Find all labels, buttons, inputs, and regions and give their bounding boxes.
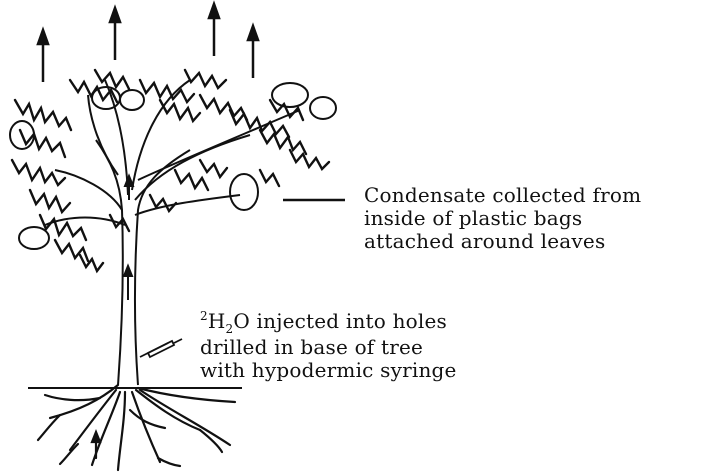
- roots: [38, 385, 235, 470]
- injection-line-1: 2H2O injected into holes: [200, 310, 490, 336]
- plastic-bag: [310, 97, 336, 119]
- vapor-arrows: [38, 4, 258, 82]
- injection-line-1-text: injected into holes: [250, 309, 447, 333]
- condensate-line-3: attached around leaves: [364, 230, 699, 253]
- syringe-icon: [140, 339, 182, 357]
- isotope-superscript: 2: [200, 309, 208, 323]
- up-arrow-icon: [110, 8, 120, 60]
- condensate-label: Condensate collected from inside of plas…: [364, 184, 699, 253]
- injection-line-3: with hypodermic syringe: [200, 359, 490, 382]
- hydrogen-subscript: 2: [226, 322, 234, 336]
- up-arrow-icon: [209, 4, 219, 56]
- hydrogen-symbol: H: [208, 309, 226, 333]
- injection-line-2: drilled in base of tree: [200, 336, 490, 359]
- injection-label: 2H2O injected into holes drilled in base…: [200, 310, 490, 382]
- plastic-bag: [120, 90, 144, 110]
- plastic-bag: [19, 227, 49, 249]
- oxygen-symbol: O: [233, 309, 250, 333]
- plastic-bag: [272, 83, 308, 107]
- up-arrow-icon: [38, 30, 48, 82]
- condensate-line-2: inside of plastic bags: [364, 207, 699, 230]
- up-arrow-icon: [248, 26, 258, 78]
- condensate-line-1: Condensate collected from: [364, 184, 699, 207]
- plastic-bag: [230, 174, 258, 210]
